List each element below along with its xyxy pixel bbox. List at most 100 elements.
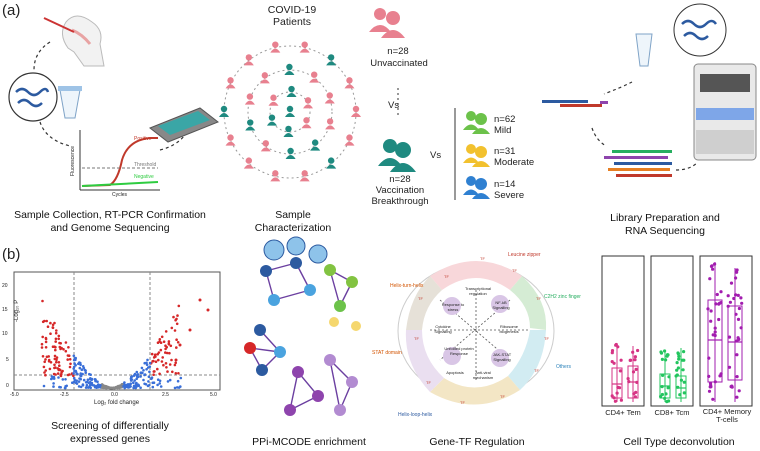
xtick-2: -2.5 <box>60 392 69 398</box>
volcano-point <box>147 384 151 387</box>
volcano-point <box>130 378 134 381</box>
box-point <box>682 350 686 354</box>
volcano-point <box>44 358 47 361</box>
person-head <box>346 77 353 84</box>
volcano-point <box>159 341 163 345</box>
volcano-point <box>57 368 61 372</box>
box-point <box>610 351 614 355</box>
volcano-point <box>145 368 148 371</box>
volcano-point <box>166 370 169 373</box>
caption-gtf: Gene-TF Regulation <box>429 436 525 448</box>
person-head <box>301 170 308 177</box>
volcano-point <box>49 332 52 336</box>
severe-group-icon <box>463 176 490 199</box>
volcano-point <box>157 351 161 354</box>
volcano-point <box>173 363 177 367</box>
moderate-label: Moderate <box>494 157 535 168</box>
box-point <box>676 366 681 370</box>
caption-characterization: Sample Characterization <box>238 209 348 235</box>
volcano-point <box>55 329 58 332</box>
volcano-point <box>173 386 177 390</box>
box-point <box>709 264 714 268</box>
tf-hlh-label: Helix-loop-helix <box>398 412 433 418</box>
volcano-point <box>53 321 56 325</box>
volcano-point <box>160 335 164 339</box>
volcano-point <box>50 375 54 378</box>
volcano-point <box>81 365 85 368</box>
volcano-point <box>73 369 76 373</box>
box-point <box>612 361 616 365</box>
volcano-point <box>74 363 77 367</box>
box-point <box>713 262 717 266</box>
person-body <box>245 126 256 131</box>
breakthrough-n: n=28 <box>389 174 411 185</box>
breakthrough-group-icon <box>378 139 416 172</box>
volcano-point <box>44 369 47 372</box>
volcano-point <box>45 319 48 323</box>
pathway-transcription: Transcriptional regulation <box>464 286 492 296</box>
volcano-point <box>54 331 58 335</box>
ppi-network <box>244 236 361 416</box>
box-point <box>730 385 734 389</box>
volcano-point <box>59 342 62 345</box>
tf-leucine-label: Leucine zipper <box>508 252 541 258</box>
rt-pcr-plot <box>79 130 160 191</box>
person-body <box>268 101 279 106</box>
ytick-5: 5 <box>6 357 9 363</box>
box-point <box>636 348 640 353</box>
box-point <box>615 391 619 395</box>
box-point <box>679 378 684 382</box>
volcano-point <box>41 335 44 339</box>
volcano-point <box>159 385 163 388</box>
person-body <box>219 113 229 117</box>
volcano-point <box>158 338 162 341</box>
volcano-point <box>164 362 168 365</box>
volcano-point <box>168 351 171 355</box>
volcano-point <box>158 382 161 385</box>
volcano-point <box>56 372 60 375</box>
rna-sample-icon <box>8 72 58 122</box>
volcano-point <box>206 308 210 312</box>
volcano-point <box>64 378 67 381</box>
volcano-point <box>61 378 65 381</box>
volcano-point <box>78 366 82 370</box>
volcano-point <box>105 385 108 388</box>
box-point <box>737 306 742 311</box>
box-point <box>713 380 717 384</box>
sequencer-device-icon <box>149 107 219 143</box>
volcano-point <box>72 367 75 370</box>
panel-a-label: (a) <box>2 2 21 19</box>
xtick-3: 0.0 <box>111 392 118 398</box>
volcano-point <box>153 355 157 358</box>
box-body <box>727 305 743 381</box>
box-point <box>627 380 631 384</box>
person-head <box>245 157 253 164</box>
volcano-point <box>198 298 202 302</box>
volcano-point <box>54 348 57 352</box>
box-point <box>737 389 741 393</box>
volcano-point <box>154 360 158 364</box>
volcano-point <box>175 322 179 326</box>
library-arrows <box>591 81 699 171</box>
box-point <box>707 356 711 360</box>
caption-deg-line2: expressed genes <box>70 433 150 445</box>
box-point <box>727 335 732 339</box>
person-head <box>327 54 335 61</box>
box-point <box>726 304 730 308</box>
box-point <box>632 392 636 396</box>
pcr-positive-label: Positive <box>134 136 152 142</box>
volcano-point <box>148 370 151 374</box>
volcano-point <box>89 373 92 377</box>
box-point <box>711 397 715 401</box>
box-point <box>709 309 713 313</box>
volcano-point <box>113 386 116 390</box>
volcano-point <box>139 375 142 378</box>
volcano-point <box>90 381 94 385</box>
box-point <box>660 385 664 389</box>
person-body <box>326 61 337 66</box>
box-point <box>628 358 632 362</box>
person-head <box>268 114 276 121</box>
volcano-point <box>167 340 171 343</box>
volcano-point <box>52 377 55 380</box>
volcano-point <box>147 380 150 383</box>
